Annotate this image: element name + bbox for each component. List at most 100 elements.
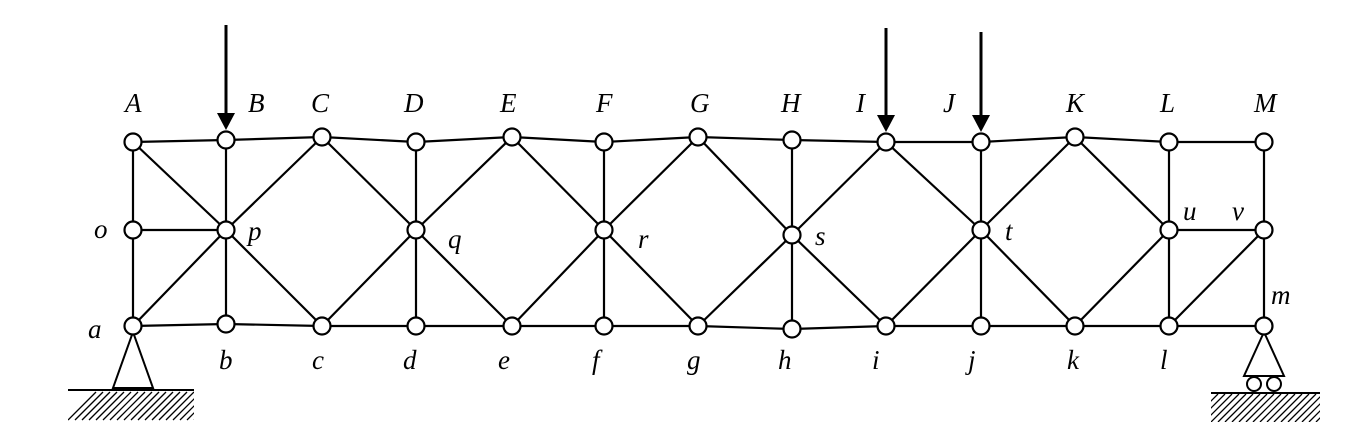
member-A-p xyxy=(132,141,227,231)
ground-hatch-right xyxy=(1211,394,1320,422)
label-D: D xyxy=(403,88,424,118)
member-B-C xyxy=(225,135,323,142)
label-k: k xyxy=(1067,345,1080,375)
member-g-h xyxy=(697,324,793,331)
member-J-K xyxy=(980,135,1076,144)
member-i-t xyxy=(885,229,982,327)
pin-support xyxy=(68,329,194,421)
member-G-H xyxy=(697,135,793,142)
joint-F xyxy=(594,132,614,152)
joint-d xyxy=(406,316,426,336)
labels-layer: A B C D E F G H I J K L M a b c d e f g … xyxy=(88,88,1291,375)
member-A-B xyxy=(132,138,227,144)
label-s: s xyxy=(815,221,826,251)
label-u: u xyxy=(1183,196,1197,226)
member-h-i xyxy=(791,324,887,331)
member-r-G xyxy=(603,136,699,231)
joint-I xyxy=(876,132,896,152)
member-p-c xyxy=(225,229,323,327)
member-v-l xyxy=(1168,229,1265,327)
member-C-q xyxy=(321,136,417,231)
label-J: J xyxy=(943,88,957,118)
label-K: K xyxy=(1065,88,1086,118)
label-t: t xyxy=(1005,216,1014,246)
member-p-C xyxy=(225,136,323,231)
member-e-r xyxy=(511,229,605,327)
member-r-g xyxy=(603,229,699,327)
joint-A xyxy=(123,132,143,152)
member-E-r xyxy=(511,136,605,231)
joint-M xyxy=(1254,132,1274,152)
member-I-t xyxy=(885,141,982,231)
label-o: o xyxy=(94,214,108,244)
member-k-u xyxy=(1074,229,1170,327)
label-p: p xyxy=(246,216,262,246)
member-g-s xyxy=(697,234,793,327)
label-e: e xyxy=(498,345,510,375)
member-a-p xyxy=(132,229,227,327)
member-c-q xyxy=(321,229,417,327)
member-a-b xyxy=(132,322,227,328)
load-arrow-I xyxy=(877,28,895,132)
joint-p xyxy=(216,220,236,240)
joint-b xyxy=(216,314,236,334)
label-M: M xyxy=(1253,88,1278,118)
joint-J xyxy=(971,132,991,152)
joint-v xyxy=(1254,220,1274,240)
joint-H xyxy=(782,130,802,150)
member-C-D xyxy=(321,135,417,144)
label-j: j xyxy=(965,345,976,375)
member-t-K xyxy=(980,136,1076,231)
member-H-I xyxy=(791,138,887,144)
loads-layer xyxy=(217,25,990,132)
label-v: v xyxy=(1232,196,1244,226)
member-b-c xyxy=(225,322,323,328)
joint-t xyxy=(971,220,991,240)
joint-c xyxy=(312,316,332,336)
label-g: g xyxy=(687,345,701,375)
member-q-e xyxy=(415,229,513,327)
label-l: l xyxy=(1160,345,1168,375)
joint-e xyxy=(502,316,522,336)
joint-L xyxy=(1159,132,1179,152)
joint-r xyxy=(594,220,614,240)
member-F-G xyxy=(603,135,699,144)
label-f: f xyxy=(592,345,603,375)
label-C: C xyxy=(311,88,330,118)
label-h: h xyxy=(778,345,792,375)
load-arrow-B xyxy=(217,25,235,130)
label-E: E xyxy=(499,88,517,118)
label-I: I xyxy=(855,88,867,118)
joint-g xyxy=(688,316,708,336)
label-i: i xyxy=(872,345,880,375)
label-a: a xyxy=(88,314,102,344)
load-arrow-J xyxy=(972,32,990,132)
label-B: B xyxy=(248,88,265,118)
member-E-F xyxy=(511,135,605,144)
ground-hatch-left xyxy=(68,391,194,421)
label-q: q xyxy=(448,224,462,254)
label-A: A xyxy=(123,88,142,118)
label-H: H xyxy=(780,88,802,118)
label-d: d xyxy=(403,345,417,375)
label-c: c xyxy=(312,345,324,375)
member-K-L xyxy=(1074,135,1170,144)
joint-G xyxy=(688,127,708,147)
joint-h xyxy=(782,319,802,339)
joint-D xyxy=(406,132,426,152)
joint-B xyxy=(216,130,236,150)
member-q-E xyxy=(415,136,513,231)
member-G-s xyxy=(697,136,793,236)
label-L: L xyxy=(1159,88,1175,118)
joint-o xyxy=(123,220,143,240)
roller-wheel-right xyxy=(1266,376,1282,392)
joint-f xyxy=(594,316,614,336)
member-s-i xyxy=(791,234,887,327)
joint-K xyxy=(1065,127,1085,147)
joint-l xyxy=(1159,316,1179,336)
supports-layer xyxy=(68,329,1320,422)
member-K-u xyxy=(1074,136,1170,231)
member-D-E xyxy=(415,135,513,144)
joint-q xyxy=(406,220,426,240)
